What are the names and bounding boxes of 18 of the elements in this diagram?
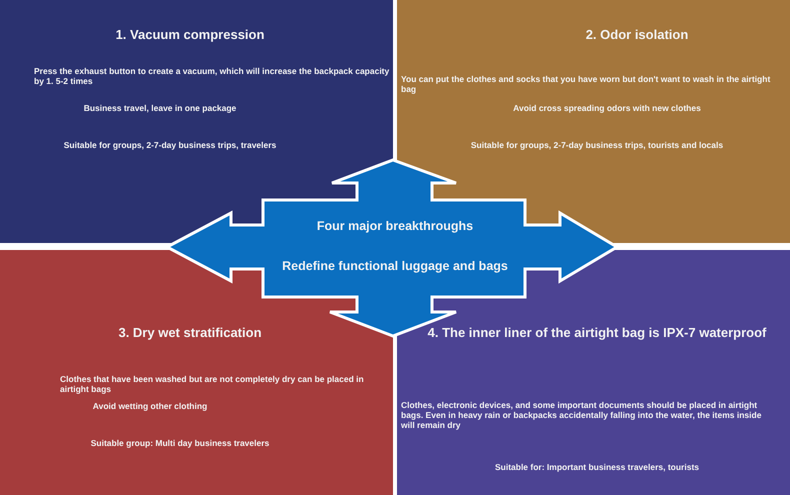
description-text: Suitable for: Important business travelers, tourists xyxy=(494,462,700,472)
description-text: Press the exhaust button to create a vacuum, which will increase the backpack capacity by 1. 5-2 times xyxy=(34,66,390,86)
feature-panel xyxy=(397,250,790,495)
description-text: Clothes that have been washed but are not completely dry can be placed in airtight bags xyxy=(60,374,365,394)
description-text: Suitable for groups, 2-7-day business trips, tourists and locals xyxy=(470,140,724,150)
description-text: Avoid wetting other clothing xyxy=(92,401,208,412)
description-text: Suitable for groups, 2-7-day business trips, travelers xyxy=(62,140,278,150)
description-text: Clothes, electronic devices, and some important documents should be placed in airtight bags. Even in heavy rain or backpacks accidentally falling into the water, the items inside will remain dry xyxy=(401,400,762,431)
description-text: Suitable group: Multi day business travelers xyxy=(90,438,270,448)
panel-heading: 1. Vacuum compression xyxy=(114,27,266,43)
panel-heading: 3. Dry wet stratification xyxy=(117,325,263,341)
panel-heading: 4. The inner liner of the airtight bag is IPX-7 waterproof xyxy=(426,325,768,341)
panel-heading: Four major breakthroughs xyxy=(316,219,474,234)
description-text: Business travel, leave in one package xyxy=(82,103,238,114)
panel-heading: 2. Odor isolation xyxy=(584,27,690,43)
description-text: You can put the clothes and socks that you have worn but don't want to wash in the airtight bag xyxy=(401,74,772,94)
subheading: Redefine functional luggage and bags xyxy=(281,259,509,274)
description-text: Avoid cross spreading odors with new clothes xyxy=(512,103,702,114)
